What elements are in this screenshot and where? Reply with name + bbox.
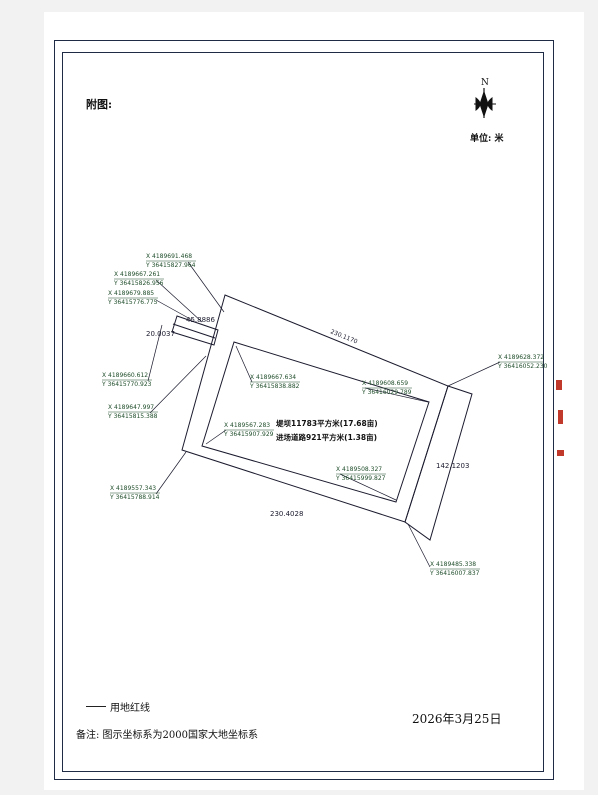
coord-y-p11: Y 36416052.230 (497, 363, 548, 370)
attachment-label: 附图: (86, 98, 113, 111)
legend-label: 用地红线 (110, 703, 150, 714)
north-letter: N (481, 78, 489, 88)
leader-p12 (407, 523, 431, 568)
coord-label-p10: X 4189508.327 Y 36415999.827 (335, 466, 386, 482)
paper-sheet (44, 12, 584, 790)
unit-label: 单位: 米 (470, 134, 504, 144)
road-strip (171, 315, 219, 346)
red-stamp-edge (552, 370, 564, 470)
coord-label-p9: X 4189608.659 Y 36416029.789 (361, 380, 412, 396)
area-dam: 堤坝11783平方米(17.68亩) (276, 418, 378, 428)
dim-bottom: 230.4028 (270, 510, 303, 518)
coord-label-p4: X 4189660.612 Y 36415770.923 (101, 372, 152, 388)
area-road: 进场道路921平方米(1.38亩) (276, 432, 377, 442)
outer-frame (54, 40, 554, 780)
leader-p2 (155, 279, 203, 323)
coord-x-p3: X 4189679.885 (108, 290, 154, 297)
leader-p8 (235, 345, 253, 383)
leader-p1 (187, 261, 225, 313)
coord-y-p8: Y 36415838.882 (249, 383, 300, 390)
leader-p4 (147, 324, 163, 382)
right-extension (404, 385, 473, 541)
inner-boundary (201, 341, 430, 503)
coord-x-p4: X 4189660.612 (102, 372, 148, 379)
leader-p3 (155, 299, 193, 321)
coord-y-p3: Y 36415776.775 (107, 299, 158, 306)
coord-y-p4: Y 36415770.923 (101, 381, 152, 388)
date-label: 2026年3月25日 (412, 712, 502, 726)
coord-x-p8: X 4189667.634 (250, 374, 296, 381)
leader-p9 (364, 387, 429, 403)
leader-p5 (149, 355, 207, 414)
coordinate-system-note: 备注: 图示坐标系为2000国家大地坐标系 (76, 730, 258, 741)
coord-label-p7: X 4189567.283 Y 36415907.929 (223, 422, 274, 438)
leader-p10 (339, 473, 397, 501)
north-arrow-icon (474, 88, 496, 118)
dim-left-width: 20.0037 (146, 330, 175, 338)
coord-label-p6: X 4189557.343 Y 36415788.914 (109, 485, 160, 501)
dim-right: 142.1203 (436, 462, 469, 470)
leader-p7 (205, 429, 227, 445)
inner-frame (62, 52, 544, 772)
coord-y-p10: Y 36415999.827 (335, 475, 386, 482)
road-strip-inner (172, 323, 216, 339)
coord-label-p3: X 4189679.885 Y 36415776.775 (107, 290, 158, 306)
coord-label-p1: X 4189691.468 Y 36415827.964 (145, 253, 196, 269)
coord-label-p2: X 4189667.261 Y 36415826.956 (113, 271, 164, 287)
coord-x-p12: X 4189485.338 (430, 561, 476, 568)
coord-y-p12: Y 36416007.837 (429, 570, 480, 577)
coord-x-p5: X 4189647.997 (108, 404, 154, 411)
coord-x-p9: X 4189608.659 (362, 380, 408, 387)
coord-x-p2: X 4189667.261 (114, 271, 160, 278)
coord-x-p6: X 4189557.343 (110, 485, 156, 492)
coord-y-p9: Y 36416029.789 (361, 389, 412, 396)
leader-p6 (155, 451, 187, 495)
coord-label-p11: X 4189628.372 Y 36416052.230 (497, 354, 548, 370)
coord-label-p5: X 4189647.997 Y 36415815.388 (107, 404, 158, 420)
coord-x-p7: X 4189567.283 (224, 422, 270, 429)
dim-left-small: 45.8886 (186, 316, 215, 324)
legend-line-symbol (86, 706, 106, 707)
coord-x-p1: X 4189691.468 (146, 253, 192, 260)
coord-y-p2: Y 36415826.956 (113, 280, 164, 287)
outer-boundary (181, 294, 449, 523)
coord-label-p8: X 4189667.634 Y 36415838.882 (249, 374, 300, 390)
coord-y-p6: Y 36415788.914 (109, 494, 160, 501)
coord-x-p11: X 4189628.372 (498, 354, 544, 361)
coord-label-p12: X 4189485.338 Y 36416007.837 (429, 561, 480, 577)
coord-y-p7: Y 36415907.929 (223, 431, 274, 438)
coord-x-p10: X 4189508.327 (336, 466, 382, 473)
leader-p11 (447, 361, 501, 387)
coord-y-p1: Y 36415827.964 (145, 262, 196, 269)
coord-y-p5: Y 36415815.388 (107, 413, 158, 420)
